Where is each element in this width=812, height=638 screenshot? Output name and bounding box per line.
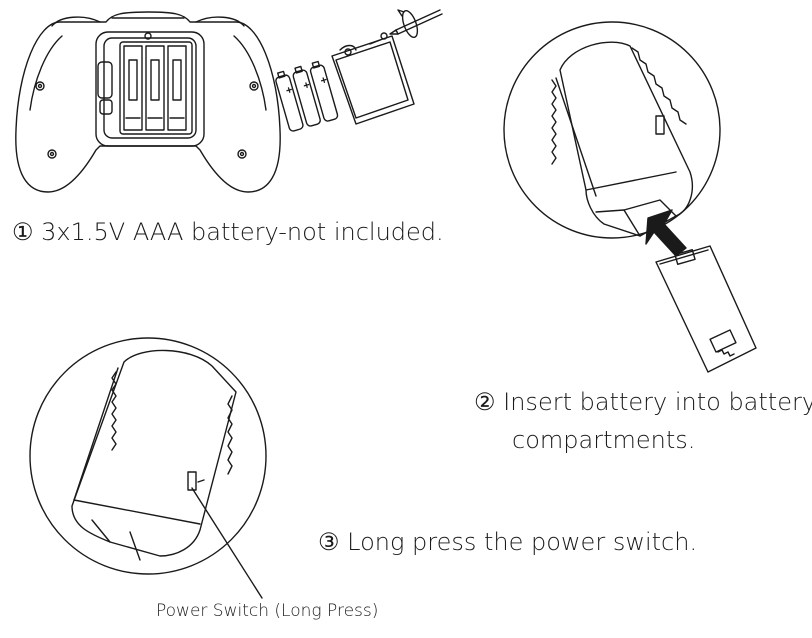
- battery-cover: [331, 35, 415, 125]
- step2-text-line2: compartments.: [512, 426, 696, 454]
- step3-detail-circle: [29, 337, 267, 599]
- svg-text:+: +: [302, 80, 311, 90]
- gamepad-body: [15, 11, 281, 193]
- insert-arrow-icon: [645, 209, 687, 257]
- battery-bay: [95, 31, 205, 147]
- step1-text: ① 3x1.5V AAA battery-not included.: [12, 218, 444, 246]
- step2-detail-circle: [503, 21, 721, 239]
- screwdriver-icon: [369, 9, 443, 45]
- svg-text:+: +: [285, 85, 294, 95]
- svg-text:+: +: [319, 75, 328, 85]
- battery-pack: [655, 245, 757, 373]
- step2-text-line1: ② Insert battery into battery: [474, 388, 812, 416]
- aaa-batteries: + + +: [275, 60, 339, 132]
- gamepad-illustration: [15, 11, 281, 193]
- power-switch: [187, 471, 197, 491]
- callout-leader-line: [191, 487, 263, 599]
- power-switch-callout: Power Switch (Long Press): [156, 601, 379, 621]
- step3-text: ③ Long press the power switch.: [318, 528, 698, 556]
